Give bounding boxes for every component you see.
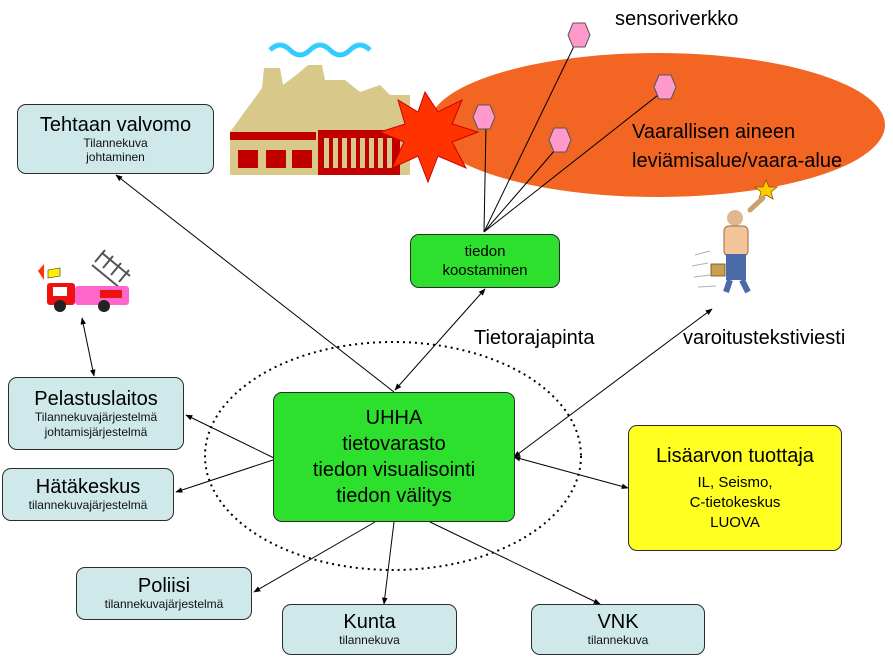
arrow-firetruck-to-rescue <box>80 317 96 377</box>
arrow-uhha-to-pm-office <box>429 521 601 605</box>
sensor-hexagon-icon <box>472 104 496 130</box>
value-added-line3: LUOVA <box>710 514 760 532</box>
uhha-box: UHHA tietovarasto tiedon visualisointi t… <box>273 392 515 522</box>
arrow-uhha-to-value-added <box>513 455 629 490</box>
arrow-uhha-to-warning <box>513 308 713 458</box>
uhha-title: UHHA <box>365 407 423 429</box>
arrow-uhha-to-municipality <box>381 521 395 605</box>
factory-control-sub2: johtaminen <box>86 150 145 164</box>
rescue-services-title: Pelastuslaitos <box>34 388 158 411</box>
arrow-uhha-to-emergency <box>175 458 277 493</box>
pm-office-title: VNK <box>597 611 639 634</box>
municipality-box: Kunta tilannekuva <box>282 604 457 655</box>
uhha-line3: tiedon visualisointi <box>312 459 476 481</box>
emergency-centre-box: Hätäkeskus tilannekuvajärjestelmä <box>2 468 174 521</box>
factory-control-box: Tehtaan valvomo Tilannekuva johtaminen <box>17 104 214 174</box>
sensor-lines <box>483 39 668 233</box>
value-added-title: Lisäarvon tuottaja <box>656 444 814 467</box>
arrow-uhha-to-police <box>253 521 376 593</box>
sensor-hexagon-icon <box>548 127 572 153</box>
factory-control-sub1: Tilannekuva <box>83 135 148 150</box>
value-added-box: Lisäarvon tuottaja IL, Seismo, C-tietoke… <box>628 425 842 551</box>
rescue-services-sub2: johtamisjärjestelmä <box>44 424 148 439</box>
arrow-uhha-to-aggregation <box>394 288 486 391</box>
sensor-network-label: sensoriverkko <box>615 8 739 30</box>
police-sub1: tilannekuvajärjestelmä <box>104 597 224 612</box>
municipality-sub1: tilannekuva <box>339 633 400 648</box>
warning-sms-label: varoitustekstiviesti <box>683 327 846 349</box>
data-aggregation-box: tiedon koostaminen <box>410 234 560 288</box>
hazard-area-ellipse <box>429 53 885 197</box>
value-added-line1: IL, Seismo, <box>697 473 773 491</box>
aggregation-line1: tiedon <box>464 242 506 260</box>
pm-office-box: VNK tilannekuva <box>531 604 705 655</box>
rescue-services-sub1: Tilannekuvajärjestelmä <box>34 410 158 425</box>
value-added-line2: C-tietokeskus <box>689 493 781 511</box>
hazard-area-label-line1: Vaarallisen aineen <box>632 121 796 143</box>
police-box: Poliisi tilannekuvajärjestelmä <box>76 567 252 620</box>
explosion-icon <box>378 90 480 184</box>
factory-control-title: Tehtaan valvomo <box>39 113 192 136</box>
fire-truck-icon <box>38 249 131 312</box>
uhha-line2: tietovarasto <box>342 433 446 455</box>
factory-icon <box>230 42 410 175</box>
hazard-area-label-line2: leviämisalue/vaara-alue <box>632 150 843 172</box>
arrow-uhha-to-rescue <box>185 414 277 460</box>
rescue-services-box: Pelastuslaitos Tilannekuvajärjestelmä jo… <box>8 377 184 450</box>
aggregation-line2: koostaminen <box>442 262 528 279</box>
data-interface-label: Tietorajapinta <box>474 327 595 349</box>
emergency-centre-title: Hätäkeskus <box>35 476 141 499</box>
pm-office-sub1: tilannekuva <box>587 633 649 648</box>
police-title: Poliisi <box>137 575 191 598</box>
sensor-hexagon-icon <box>567 22 591 48</box>
sensor-hexagon-icon <box>653 74 677 100</box>
uhha-line4: tiedon välitys <box>336 485 452 507</box>
municipality-title: Kunta <box>343 611 396 634</box>
person-pointing-icon <box>691 178 779 294</box>
emergency-centre-sub1: tilannekuvajärjestelmä <box>28 498 148 513</box>
arrow-uhha-to-factory-control <box>115 174 395 393</box>
